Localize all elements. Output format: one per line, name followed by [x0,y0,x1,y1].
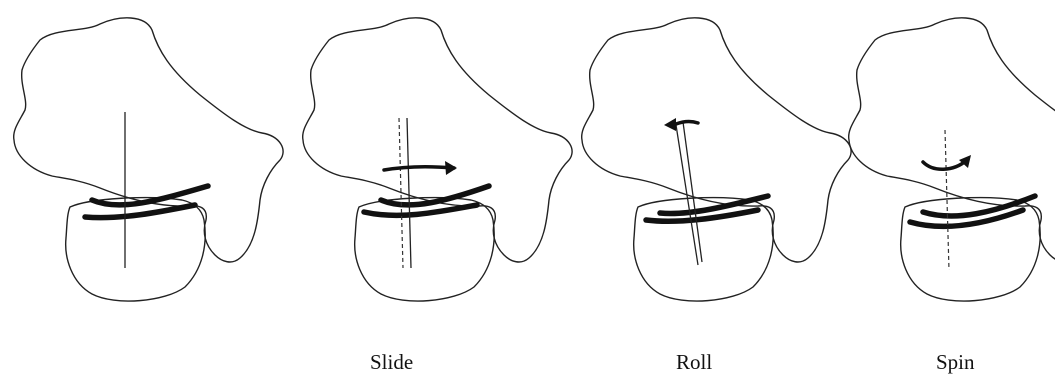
upper-articular-surface [92,186,208,205]
upper-bone-outline [582,18,851,262]
caption-spin: Spin [936,350,975,375]
slide-arrowhead-icon [445,161,457,175]
bone-axis-line [676,125,698,265]
slide-arrow-icon [384,167,454,170]
lower-articular-surface [85,205,195,218]
spin-arrow-icon [923,160,967,169]
panel-neutral [14,18,283,301]
upper-bone-outline [14,18,283,262]
rotated-axis-line [683,122,702,262]
roll-arrow-icon [676,122,698,124]
bone-axis-line [407,118,411,268]
panel-spin [849,18,1055,301]
upper-articular-surface [381,186,489,205]
panel-slide [303,18,572,301]
panel-roll [582,18,851,301]
roll-arrowhead-icon [664,118,676,131]
caption-roll: Roll [676,350,712,375]
upper-bone-outline [303,18,572,262]
bone-axis-line [945,130,949,270]
caption-slide: Slide [370,350,413,375]
